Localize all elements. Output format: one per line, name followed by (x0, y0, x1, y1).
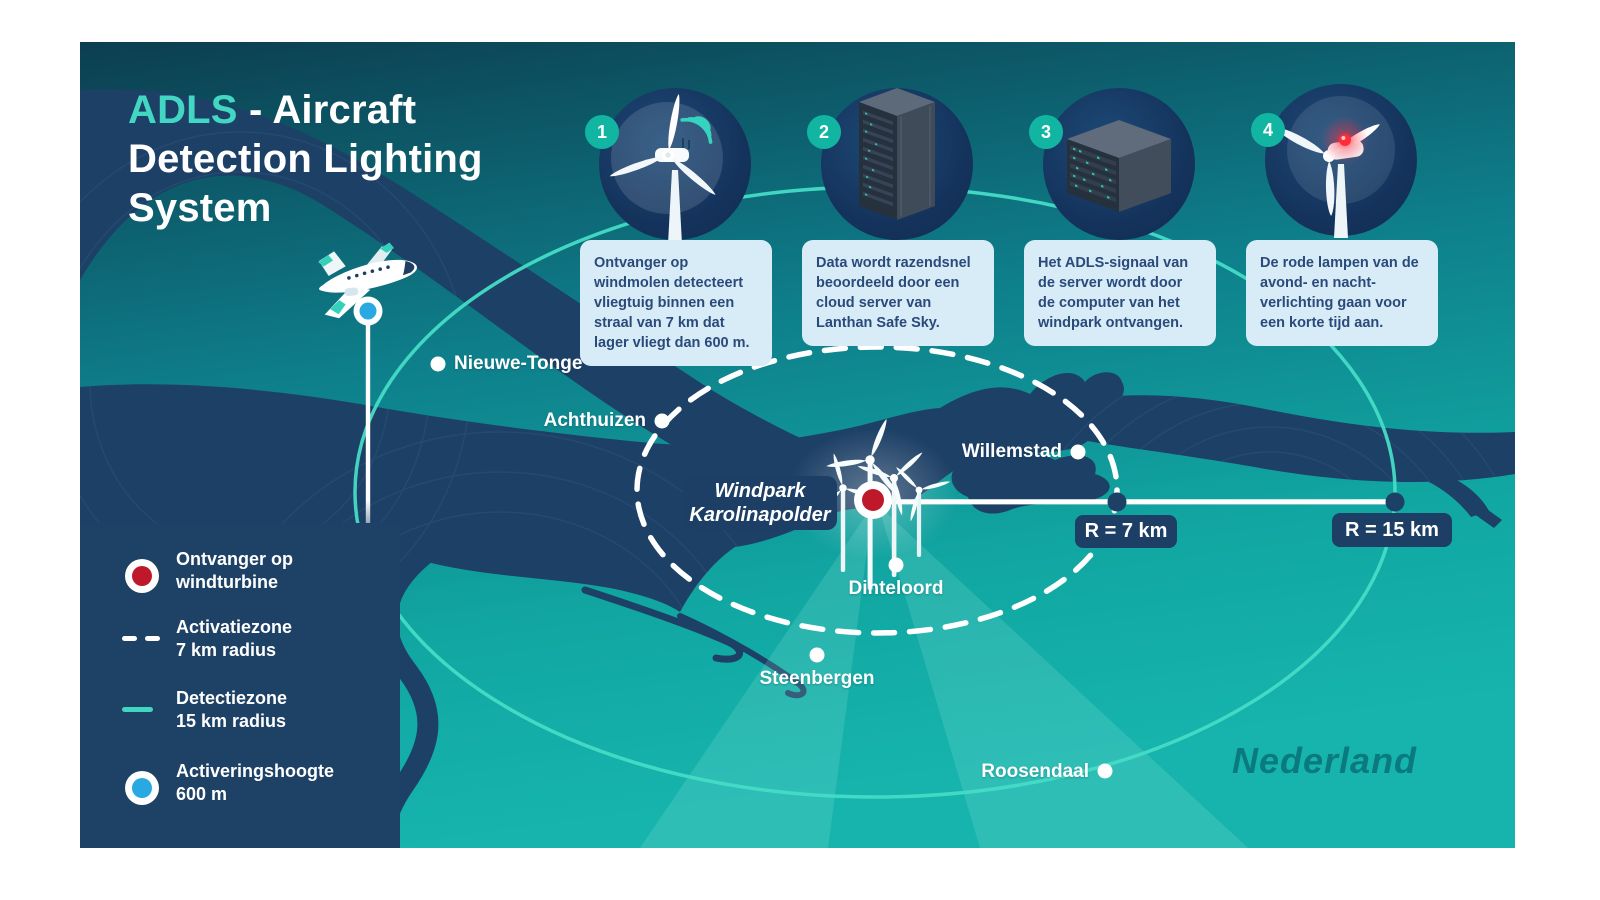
step-3-card: Het ADLS-signaal van de server wordt doo… (1024, 240, 1216, 346)
windpark-label-line1: Windpark (714, 480, 806, 502)
dashed-line-icon (122, 636, 160, 641)
infographic-canvas: ADLS - Aircraft Detection Lighting Syste… (80, 42, 1515, 848)
solid-line-icon (122, 707, 153, 712)
step-4-badge: 4 (1251, 113, 1285, 147)
step-2-text: Data wordt razendsnel beoordeeld door ee… (816, 255, 971, 331)
radius-7km-dot (1107, 492, 1127, 512)
title-suffix: - Aircraft (237, 88, 417, 132)
signal-waves-icon (680, 116, 713, 144)
step-2-circle (821, 88, 973, 240)
legend-activation-line2: 7 km radius (176, 640, 277, 660)
activation-zone-circle (634, 344, 1120, 636)
step-1-circle (599, 88, 751, 244)
legend-detection-line1: Detectiezone (176, 688, 288, 708)
windpark-label-line2: Karolinapolder (689, 504, 831, 526)
step-1-number: 1 (596, 121, 607, 142)
city-label-dinteloord: Dinteloord (848, 578, 944, 599)
step-4-card: De rode lampen van de avond- en nacht-ve… (1246, 240, 1438, 346)
shore-fragment-2 (1460, 494, 1502, 528)
legend-altitude-line2: 600 m (176, 784, 228, 804)
city-label-achthuizen: Achthuizen (543, 410, 646, 431)
light-beam-right (878, 505, 1248, 848)
page-title: ADLS - Aircraft Detection Lighting Syste… (128, 86, 568, 233)
receiver-dot-icon (125, 559, 159, 593)
step-4-number: 4 (1262, 119, 1273, 140)
city-dot-roosendaal (1097, 763, 1113, 779)
radius-15km-label: R = 15 km (1332, 513, 1452, 547)
step-1-badge: 1 (585, 115, 619, 149)
city-label-willemstad: Willemstad (961, 441, 1062, 462)
city-dot-nieuwe-tonge (430, 356, 446, 372)
willemstad-peninsula-shape (951, 450, 1110, 514)
title-highlight: ADLS (128, 88, 238, 132)
light-beam-left (640, 505, 873, 848)
wind-turbine-warning-light-icon (1276, 96, 1395, 238)
step-3-text: Het ADLS-signaal van de server wordt doo… (1038, 255, 1189, 331)
wind-turbine-receiver-icon (609, 93, 723, 244)
windpark-label-box: Windpark Karolinapolder (683, 476, 837, 530)
radius-7km-label: R = 7 km (1075, 515, 1177, 548)
red-light-icon (1339, 134, 1351, 146)
step-3-circle (1043, 88, 1195, 240)
city-dot-steenbergen (809, 647, 825, 663)
step-4-text: De rode lampen van de avond- en nacht-ve… (1260, 255, 1419, 331)
legend-receiver-line1: Ontvanger op (176, 549, 294, 569)
country-label: Nederland (1232, 740, 1418, 781)
step-3-badge: 3 (1029, 115, 1063, 149)
airplane-altitude-marker (353, 296, 383, 546)
city-dot-dinteloord (888, 557, 904, 573)
title-line3: System (128, 186, 272, 230)
legend-receiver-line2: windturbine (176, 572, 278, 592)
step-2-card: Data wordt razendsnel beoordeeld door ee… (802, 240, 994, 346)
legend-altitude-line1: Activeringshoogte (176, 761, 335, 781)
step-4-circle (1265, 84, 1417, 238)
altitude-dot (359, 302, 377, 320)
radius-15km-dot (1385, 492, 1405, 512)
city-label-nieuwe-tonge: Nieuwe-Tonge (454, 353, 583, 374)
title-line2: Detection Lighting (128, 137, 483, 181)
step-3-number: 3 (1040, 121, 1051, 142)
city-label-roosendaal: Roosendaal (981, 761, 1089, 782)
windpark-computer-icon (1067, 120, 1171, 212)
step-1-text: Ontvanger op windmolen detecteert vliegt… (594, 255, 750, 351)
step-2-number: 2 (818, 121, 829, 142)
legend-detection-line2: 15 km radius (176, 711, 287, 731)
step-1-card: Ontvanger op windmolen detecteert vliegt… (580, 240, 772, 366)
altitude-dot-icon (125, 771, 159, 805)
light-beams (640, 505, 1248, 848)
receiver-marker (862, 489, 884, 511)
creek-thin (581, 586, 744, 663)
city-dot-willemstad (1070, 444, 1086, 460)
city-dot-achthuizen (654, 413, 670, 429)
legend-panel: Ontvanger op windturbine Activatiezone 7… (80, 523, 400, 848)
city-label-steenbergen: Steenbergen (759, 668, 875, 689)
city-dots (430, 356, 1113, 779)
creek-thin-2 (677, 613, 807, 699)
step-2-badge: 2 (807, 115, 841, 149)
radius-line (875, 492, 1405, 512)
airplane-icon (318, 242, 417, 319)
cloud-server-icon (859, 88, 935, 220)
legend-activation-line1: Activatiezone (176, 617, 293, 637)
